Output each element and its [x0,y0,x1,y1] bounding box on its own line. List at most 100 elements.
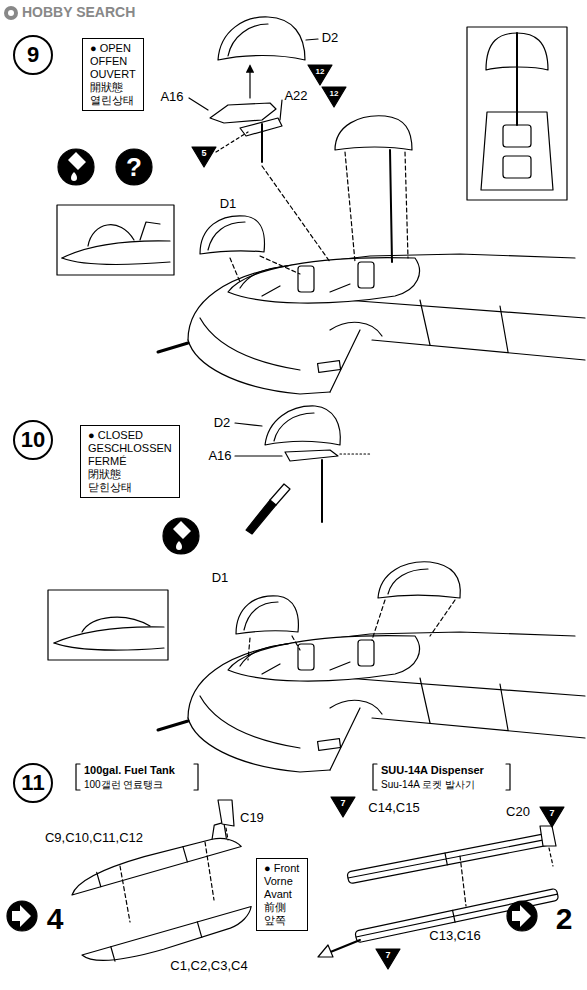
query-icon: ? [126,153,142,182]
node-text: ● Front [264,862,300,875]
step9-drawing-stroke [192,147,216,167]
callout-number: 5 [201,149,206,159]
step11-drawing-stroke [376,949,400,969]
step10-drawing-stroke [48,590,168,660]
node-text: 앞쪽 [264,914,300,927]
step9-drawing-stroke [262,166,330,262]
step-number: 11 [13,763,53,803]
step11-drawing-stroke [460,856,466,906]
step9-drawing-stroke [68,152,86,181]
step11-drawing-stroke [318,945,333,957]
step9-drawing-stroke [280,100,282,120]
step-number: 10 [13,420,53,460]
direction-box: ● FrontVorneAvant前側앞쪽 [256,858,308,931]
step11-drawing-stroke-stroke [347,833,552,884]
step11-drawing-stroke [540,807,564,827]
step10-drawing-stroke [321,460,323,522]
step10-drawing-stroke [285,450,338,461]
step10-drawing-stroke [54,643,164,650]
step9-drawing-stroke [158,254,585,394]
node-text: 11 [21,771,44,795]
step11-drawing-stroke [205,842,214,900]
step9-drawing-stroke [260,256,300,274]
part-name: A16 [208,449,231,463]
step11-drawing [7,764,564,971]
step10-drawing-stroke [158,632,585,772]
step9-drawing-stroke [57,205,174,275]
step9-drawing-stroke [62,241,170,258]
node-text: FERMÉ [88,455,172,468]
step10-drawing-stroke [163,518,199,554]
part-name: C13,C16 [429,929,480,943]
section-title: Suu-14A 로켓 발사기 [381,779,475,790]
step11-drawing-stroke-stroke [208,822,228,842]
step10-drawing-stroke [292,636,300,650]
step9-drawing-stroke [467,27,567,200]
step9-drawing-stroke [218,17,305,60]
step10-drawing-stroke [246,500,276,534]
watermark-logo-stroke [4,6,18,20]
step9-drawing-stroke [249,66,250,98]
step9-drawing-stroke [210,103,276,123]
step11-drawing-stroke-stroke [355,888,559,943]
state-box: ● CLOSEDGESCHLOSSENFERMÉ閉狀態닫힌상태 [80,425,180,498]
step10-drawing-stroke [372,600,385,640]
step9-drawing-stroke [62,258,170,264]
step11-drawing-stroke [540,826,556,846]
callout-number: 7 [549,809,554,819]
node-text: 前側 [264,901,300,914]
step9-drawing-stroke [335,116,412,150]
callout-number: 7 [340,799,345,809]
part-name: A16 [160,90,183,104]
part-name: C20 [506,805,530,819]
step9-drawing-stroke [261,124,263,162]
node-text: ● CLOSED [88,429,172,442]
node-text: OFFEN [90,55,136,68]
step11-drawing-stroke [7,901,37,931]
node-text: GESCHLOSSEN [88,442,172,455]
node-text: Avant [264,888,300,901]
step11-drawing-stroke [355,888,559,943]
step11-drawing-stroke [120,866,130,922]
step11-drawing-stroke [76,764,80,790]
callout-number: 7 [385,951,390,961]
step10-drawing-stroke [244,602,278,630]
part-name: C1,C2,C3,C4 [170,959,247,973]
step10-drawing-stroke [274,413,314,441]
step11-drawing-stroke [226,828,228,840]
part-name: C14,C15 [368,801,419,815]
part-name: A22 [284,89,307,103]
node-text: 閉狀態 [88,468,172,481]
step10-drawing-stroke [248,638,250,660]
step11-drawing-stroke [512,905,531,927]
step9-drawing-stroke [189,98,208,110]
step9-drawing-stroke [308,65,332,85]
watermark: HOBBY SEARCH [22,5,135,20]
step9-drawing-stroke [481,112,553,190]
step10-drawing-stroke [82,617,150,632]
step9-drawing-stroke [228,24,268,56]
section-title: 100gal. Fuel Tank [84,764,175,776]
part-name: D1 [220,197,237,211]
node-text: 열린상태 [90,94,136,107]
step11-drawing-stroke [328,940,360,953]
step9-drawing-stroke [88,225,134,246]
node-text: Vorne [264,875,300,888]
part-name: D2 [322,31,339,45]
watermark-logo [4,6,18,20]
step11-drawing-stroke [506,764,510,790]
state-box: ● OPENOFFENOUVERT開狀態열린상태 [82,38,144,111]
step9-drawing-stroke [405,152,408,258]
watermark-logo-stroke [8,10,14,16]
step10-drawing-stroke [235,455,282,456]
step9-drawing-stroke [306,39,318,40]
section-title: 100갤런 연료탱크 [84,779,163,790]
node-text: OUVERT [90,68,136,81]
step10-drawing-stroke [388,569,428,594]
node-text: 닫힌상태 [88,481,172,494]
part-name: C9,C10,C11,C12 [45,831,143,845]
step9-drawing-stroke [503,156,531,178]
part-name: D2 [214,416,231,430]
step11-drawing-stroke-stroke [96,847,187,887]
step10-drawing-stroke [235,423,262,426]
